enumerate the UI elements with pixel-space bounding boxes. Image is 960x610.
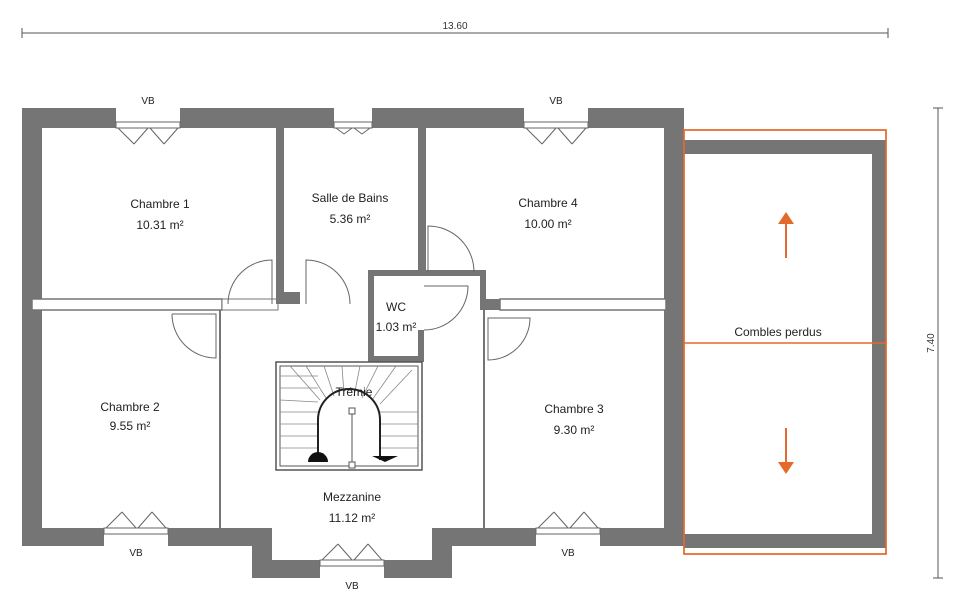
width-dimension: 13.60 xyxy=(21,21,889,38)
window-vb-bottom-center xyxy=(319,543,385,567)
windows xyxy=(103,121,601,567)
room-name-chambre2: Chambre 2 xyxy=(100,400,160,414)
room-area-chambre1: 10.31 m² xyxy=(136,218,183,232)
window-label-bottom-center: VB xyxy=(345,581,359,592)
stair-opening xyxy=(275,361,423,471)
exterior-walls xyxy=(22,108,684,578)
window-label-bottom-left: VB xyxy=(129,548,143,559)
door-wc xyxy=(423,285,469,331)
window-top-middle xyxy=(333,121,373,135)
window-vb-bottom-left xyxy=(103,511,169,535)
window-label-top-right: VB xyxy=(549,96,563,107)
window-label-bottom-right: VB xyxy=(561,548,575,559)
room-area-salle-de-bains: 5.36 m² xyxy=(330,212,371,226)
interior-walls xyxy=(31,128,667,528)
width-dimension-label: 13.60 xyxy=(442,21,467,32)
arrow-down-icon xyxy=(778,428,794,474)
room-area-chambre2: 9.55 m² xyxy=(110,419,151,433)
depth-dimension: 7.40 xyxy=(926,107,943,579)
doors xyxy=(171,225,531,361)
depth-dimension-label: 7.40 xyxy=(926,333,937,353)
room-name-chambre4: Chambre 4 xyxy=(518,196,578,210)
room-name-wc: WC xyxy=(386,300,406,314)
arrow-up-icon xyxy=(778,212,794,258)
door-chambre1 xyxy=(227,259,273,305)
room-area-chambre4: 10.00 m² xyxy=(524,217,571,231)
room-name-chambre3: Chambre 3 xyxy=(544,402,604,416)
window-openings xyxy=(104,108,600,578)
room-name-mezzanine: Mezzanine xyxy=(323,490,381,504)
window-label-top-left: VB xyxy=(141,96,155,107)
window-vb-bottom-right xyxy=(535,511,601,535)
combles-label: Combles perdus xyxy=(734,325,821,339)
room-name-chambre1: Chambre 1 xyxy=(130,197,190,211)
door-chambre2 xyxy=(171,313,217,359)
room-area-mezzanine: 11.12 m² xyxy=(329,511,375,525)
door-chambre3 xyxy=(487,317,531,361)
room-area-wc: 1.03 m² xyxy=(376,320,417,334)
room-name-salle-de-bains: Salle de Bains xyxy=(312,191,389,205)
window-vb-top-left xyxy=(115,121,181,145)
room-area-chambre3: 9.30 m² xyxy=(554,423,595,437)
door-chambre4 xyxy=(427,225,475,273)
door-salle-de-bains xyxy=(305,259,351,305)
window-vb-top-right xyxy=(523,121,589,145)
combles-perdus-zone xyxy=(683,129,887,555)
tremie-label: Trémie xyxy=(336,385,373,399)
